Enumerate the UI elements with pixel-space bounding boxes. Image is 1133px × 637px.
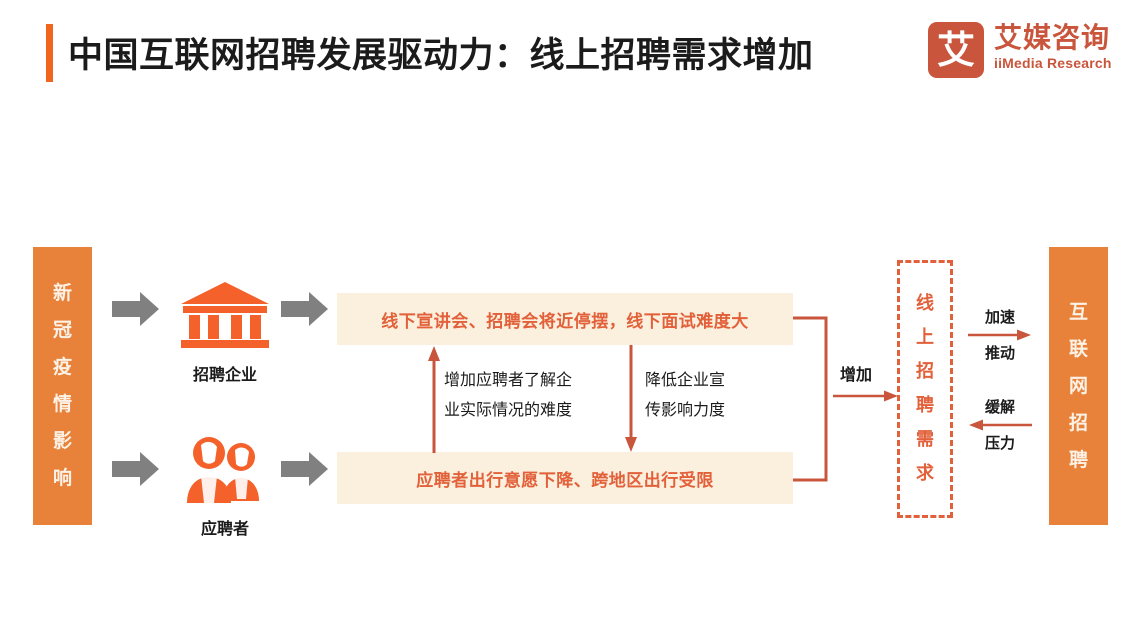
merge-bracket [793, 316, 829, 482]
logo-mark-icon: 艾 [928, 22, 984, 78]
actor-applicant: 应聘者 [160, 432, 290, 539]
pillar-char: 聘 [1068, 448, 1088, 471]
demand-char: 线 [916, 293, 934, 314]
left-pillar-pandemic-impact: 新 冠 疫 情 影 响 [33, 247, 92, 525]
feedback-label-bottom: 推动 [984, 344, 1015, 362]
note-reduce-influence: 降低企业宣 传影响力度 [645, 365, 725, 425]
online-recruitment-demand-box: 线 上 招 聘 需 求 [897, 260, 953, 518]
pillar-char: 网 [1068, 374, 1088, 397]
gray-arrow-to-applicant-icon [112, 450, 160, 488]
pillar-char: 招 [1068, 411, 1088, 434]
note-line: 增加应聘者了解企 [444, 370, 573, 389]
statement-text: 应聘者出行意愿下降、跨地区出行受限 [416, 470, 714, 491]
demand-char: 上 [916, 327, 934, 348]
feedback-arrow-left-icon [968, 417, 1032, 433]
feedback-label-top: 缓解 [984, 398, 1015, 416]
pillar-char: 新 [52, 282, 72, 304]
brand-logo: 艾 艾媒咨询 iiMedia Research [928, 22, 1112, 78]
feedback-accelerate: 加速 推动 [968, 307, 1032, 363]
pillar-char: 联 [1068, 337, 1088, 360]
actor-enterprise: 招聘企业 [160, 278, 290, 385]
logo-chinese-name: 艾媒咨询 [994, 21, 1111, 54]
pillar-char: 互 [1068, 300, 1088, 323]
logo-english-name: iiMedia Research [994, 55, 1112, 71]
feedback-arrow-right-icon [968, 327, 1032, 343]
gray-arrow-to-enterprise-icon [112, 290, 160, 328]
demand-char: 聘 [916, 395, 934, 416]
feedback-label-top: 加速 [984, 308, 1015, 326]
pillar-char: 情 [52, 393, 72, 415]
note-increase-difficulty: 增加应聘者了解企 业实际情况的难度 [444, 365, 572, 425]
feedback-relieve: 缓解 压力 [968, 397, 1032, 453]
demand-char: 求 [916, 463, 934, 484]
pillar-char: 冠 [52, 319, 72, 341]
demand-char: 招 [916, 361, 934, 382]
note-line: 降低企业宣 [645, 370, 726, 389]
statement-box-applicant-travel: 应聘者出行意愿下降、跨地区出行受限 [337, 452, 793, 504]
title-accent-bar [46, 24, 53, 82]
pillar-char: 影 [52, 430, 72, 452]
gray-arrow-to-statement-top [281, 290, 329, 328]
pillar-char: 响 [52, 467, 72, 489]
bank-building-icon [160, 278, 290, 352]
merge-label: 增加 [840, 365, 873, 384]
feedback-label-bottom: 压力 [984, 434, 1015, 452]
note-line: 传影响力度 [645, 400, 726, 419]
actor-enterprise-label: 招聘企业 [192, 365, 257, 384]
two-people-icon [160, 432, 290, 506]
demand-char: 需 [916, 429, 934, 450]
page-title: 中国互联网招聘发展驱动力：线上招聘需求增加 [68, 36, 814, 76]
actor-applicant-label: 应聘者 [200, 519, 249, 538]
logo-text: 艾媒咨询 iiMedia Research [994, 22, 1112, 72]
up-arrow-increase-difficulty [426, 345, 442, 453]
right-pillar-internet-recruitment: 互 联 网 招 聘 [1049, 247, 1108, 525]
statement-box-offline-events: 线下宣讲会、招聘会将近停摆，线下面试难度大 [337, 293, 793, 345]
statement-text: 线下宣讲会、招聘会将近停摆，线下面试难度大 [381, 311, 749, 332]
pillar-char: 疫 [52, 356, 72, 378]
note-line: 业实际情况的难度 [444, 400, 573, 419]
merge-arrow-right [833, 389, 899, 403]
gray-arrow-to-statement-bottom [281, 450, 329, 488]
down-arrow-reduce-influence [623, 345, 639, 453]
